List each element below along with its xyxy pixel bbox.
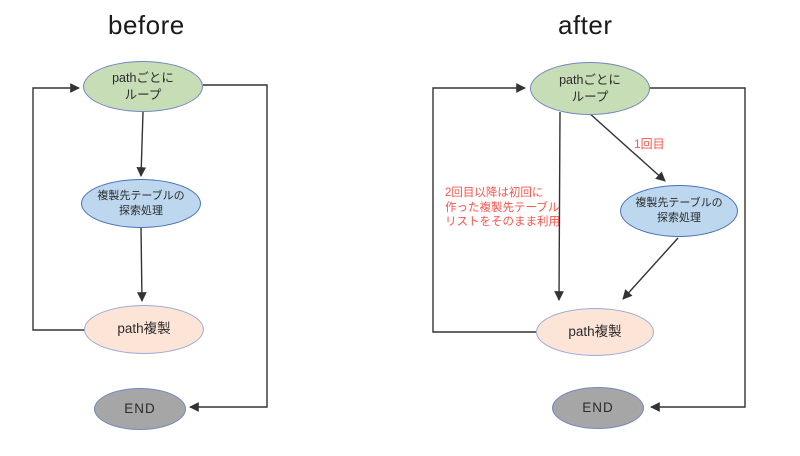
after-annotation-reuse-note: 2回目以降は初回に 作った複製先テーブル リストをそのまま利用: [445, 187, 560, 228]
after-loop-node: pathごとに ループ: [530, 62, 650, 115]
before-search-node: 複製先テーブルの 探索処理: [81, 179, 201, 228]
before-title: before: [108, 10, 185, 40]
after-search-node: 複製先テーブルの 探索処理: [620, 185, 738, 237]
before-copy-node: path複製: [84, 305, 204, 354]
before-arrow-loop-to-search: [136, 111, 147, 177]
before-loop-node: pathごとに ループ: [83, 61, 203, 112]
after-arrow-loop-to-end: [650, 87, 746, 412]
after-arrow-loop-to-copy: [554, 111, 564, 301]
before-arrow-loop-to-end: [189, 84, 268, 412]
after-annotation-first-time: 1回目: [634, 137, 665, 151]
after-end-node: END: [552, 387, 644, 429]
before-arrow-copy-loopback: [32, 83, 85, 331]
after-copy-node: path複製: [536, 308, 654, 356]
after-arrow-copy-loopback: [432, 83, 536, 333]
after-title: after: [558, 10, 613, 40]
before-end-node: END: [94, 388, 186, 430]
before-arrow-search-to-copy: [136, 227, 147, 302]
after-arrow-loop-to-search: [587, 111, 666, 182]
after-arrow-search-to-copy: [622, 237, 679, 300]
